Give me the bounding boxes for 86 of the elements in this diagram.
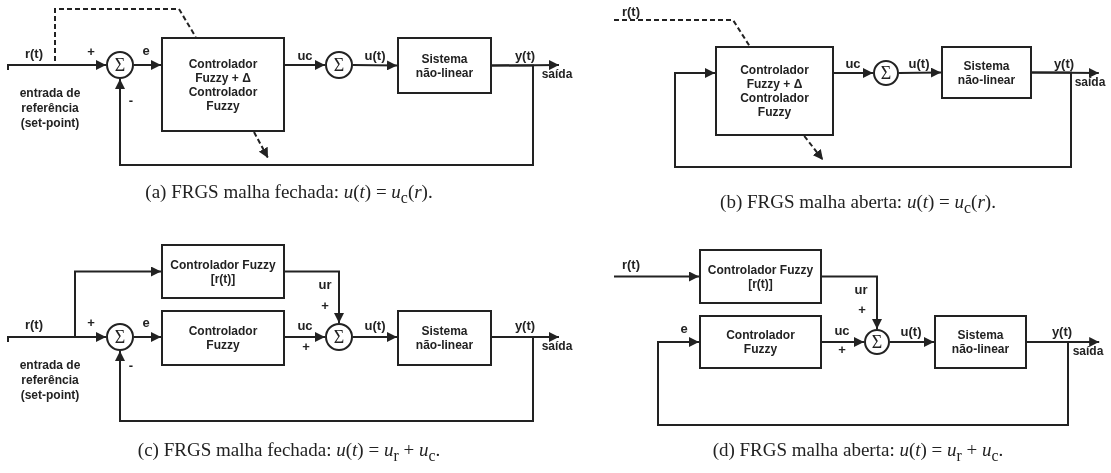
figure-caption: (b) FRGS malha aberta: u(t) = u$_{c}$(r). [720, 191, 996, 218]
block-label: Sistema não-linear [950, 328, 1011, 356]
block-box [941, 46, 1032, 99]
block-box [397, 37, 492, 94]
sum-symbol: Σ [871, 333, 883, 351]
dashed-line [253, 131, 269, 159]
input-label: entrada de referência (set-point) [18, 357, 82, 403]
figure-caption: (c) FRGS malha fechada: u(t) = u$_{r}$ + u$_{c}$. [137, 439, 441, 466]
arrow [657, 337, 1069, 426]
signal-label: r(t) [24, 47, 44, 61]
arrow [284, 270, 344, 324]
arrow [133, 332, 162, 342]
block-box [397, 310, 492, 366]
sum-symbol: Σ [114, 56, 126, 74]
block-box [699, 249, 822, 304]
sign-label: + [87, 45, 95, 59]
signal-label: y(t) [513, 319, 537, 333]
dashed-line [803, 135, 824, 161]
dashed-line [613, 19, 751, 47]
output-label: saída [1072, 343, 1104, 359]
output-label: saída [1074, 74, 1106, 90]
arrow [674, 68, 1072, 168]
signal-label: y(t) [513, 49, 537, 63]
figure-caption: (d) FRGS malha aberta: u(t) = u$_{r}$ + u$_{c}$. [712, 439, 1004, 466]
arrow [115, 64, 534, 166]
sum-symbol: Σ [114, 328, 126, 346]
summing-junction [106, 323, 134, 351]
arrow [821, 337, 865, 347]
arrow [7, 266, 162, 343]
block-box [699, 315, 822, 369]
signal-label: u(t) [363, 49, 387, 63]
signal-label: u(t) [899, 325, 923, 339]
sign-label: - [128, 359, 134, 373]
sign-label: + [858, 303, 866, 317]
block-label: Controlador Fuzzy + Δ Controlador Fuzzy [739, 63, 810, 119]
block-label: Sistema não-linear [956, 58, 1017, 87]
arrow [133, 60, 162, 70]
block-box [161, 310, 285, 366]
arrow [284, 332, 326, 342]
sum-symbol: Σ [880, 64, 892, 82]
block-box [934, 315, 1027, 369]
sum-symbol: Σ [333, 56, 345, 74]
dashed-line [7, 8, 197, 71]
summing-junction [325, 323, 353, 351]
block-label: Controlador Fuzzy [r(t)] [706, 262, 815, 291]
arrow [898, 67, 942, 78]
sign-label: + [302, 340, 310, 354]
summing-junction [873, 60, 899, 86]
sum-symbol: Σ [333, 328, 345, 346]
arrow [613, 271, 700, 282]
figure-caption: (a) FRGS malha fechada: u(t) = u$_{c}$(r). [145, 181, 433, 208]
block-box [161, 37, 285, 132]
summing-junction [864, 329, 890, 355]
arrow [833, 68, 874, 78]
sign-label: + [838, 343, 846, 357]
block-label: Sistema não-linear [414, 324, 475, 352]
signal-label: r(t) [621, 258, 641, 272]
arrow [821, 275, 882, 330]
signal-label: y(t) [1050, 325, 1074, 339]
arrow [352, 332, 398, 342]
signal-label: r(t) [621, 5, 641, 19]
signal-label: y(t) [1052, 57, 1076, 71]
arrow [889, 337, 935, 347]
output-label: saída [541, 338, 573, 354]
block-label: Controlador Fuzzy + Δ Controlador Fuzzy [187, 56, 259, 113]
input-label: entrada de referência (set-point) [18, 85, 82, 131]
block-box [715, 46, 834, 136]
output-label: saída [541, 66, 573, 82]
block-label: Sistema não-linear [414, 51, 475, 80]
block-box [161, 244, 285, 299]
block-label: Controlador Fuzzy [725, 328, 796, 356]
arrow [284, 60, 326, 70]
sign-label: - [128, 94, 134, 108]
summing-junction [325, 51, 353, 79]
block-label: Controlador Fuzzy [r(t)] [169, 257, 277, 286]
sign-label: + [87, 316, 95, 330]
summing-junction [106, 51, 134, 79]
arrow [491, 60, 560, 71]
signal-label: u(t) [363, 319, 387, 333]
arrow [7, 60, 107, 71]
block-label: Controlador Fuzzy [187, 324, 259, 352]
signal-label: u(t) [907, 57, 931, 71]
sign-label: + [321, 299, 329, 313]
arrow [115, 336, 534, 422]
arrow [352, 60, 398, 71]
signal-label: r(t) [24, 318, 44, 332]
